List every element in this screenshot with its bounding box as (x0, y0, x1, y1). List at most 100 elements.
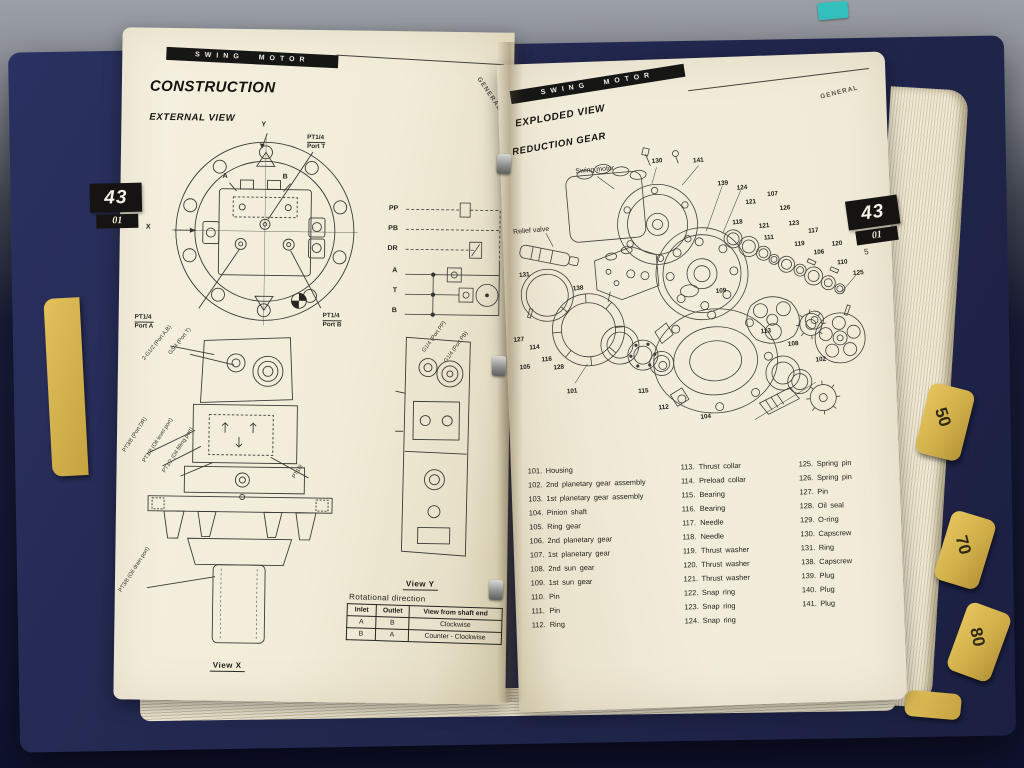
right-page: SWING MOTOR GENERAL EXPLODED VIEW REDUCT… (496, 51, 908, 713)
callout-number: 116 (541, 355, 553, 364)
part-number: 110. (530, 592, 545, 602)
part-name: Housing (545, 465, 573, 476)
part-name: Plug (819, 570, 835, 580)
callout-number: 118 (732, 218, 743, 226)
part-name: Snap ring (702, 601, 736, 612)
part-number: 116. (681, 504, 696, 514)
part-number: 120. (683, 560, 698, 570)
port-a-size: PT1/4 (134, 313, 154, 323)
callout-number: 121 (745, 198, 757, 207)
callout-number: 123 (788, 219, 800, 228)
part-name: Thrust collar (698, 460, 741, 472)
callout-number: 128 (553, 363, 565, 372)
part-number: 106. (529, 536, 545, 546)
part-item: 112.Ring (532, 615, 682, 633)
part-number: 141. (802, 599, 817, 609)
part-number: 123. (684, 602, 699, 612)
part-number: 113. (680, 462, 695, 472)
part-number: 101. (527, 466, 543, 476)
part-name: Snap ring (702, 615, 736, 626)
part-number: 140. (801, 585, 817, 595)
col-outlet: Outlet (376, 604, 410, 618)
part-item: 141.Plug (802, 595, 897, 611)
callout-number: 125 (852, 269, 864, 278)
cell-outlet-a: A (375, 628, 409, 642)
part-number: 125. (798, 459, 814, 469)
part-number: 118. (682, 532, 697, 542)
part-name: O-ring (817, 514, 839, 524)
part-number: 107. (529, 550, 545, 560)
part-item: 124.Snap ring (685, 611, 800, 628)
exploded-view-drawing (519, 147, 866, 420)
callout-number: 138 (572, 284, 584, 293)
part-number: 119. (682, 546, 697, 556)
left-section-tab: 43 01 4 (89, 182, 143, 241)
part-number: 109. (530, 578, 546, 588)
left-header-rule (336, 54, 505, 66)
part-name: Thrust washer (700, 544, 750, 556)
part-name: Plug (819, 584, 835, 594)
part-name: Needle (700, 531, 725, 542)
axis-x-label: X (145, 223, 151, 231)
part-name: 1st sun gear (548, 576, 593, 588)
part-number: 102. (527, 480, 543, 490)
part-number: 139. (801, 571, 817, 581)
port-b-size: PT1/4 (322, 312, 342, 322)
view-y-caption: View Y (402, 579, 438, 591)
part-number: 112. (531, 620, 546, 630)
callout-number: 110 (836, 258, 848, 267)
page-number: 4 (112, 231, 118, 241)
index-tab-label: 70 (951, 533, 975, 557)
part-number: 129. (799, 515, 815, 525)
index-tab-label: 50 (931, 405, 955, 430)
callout-number: 120 (831, 240, 843, 249)
schematic-port-label: PP (388, 205, 399, 213)
section-number: 43 (89, 182, 143, 213)
port-b-marker: B (282, 173, 288, 181)
side-view-figure: 2-G1/2 (Port A,B)G3/4 (Port T)PT3/8 (Por… (118, 324, 351, 681)
callout-number: 119 (794, 240, 805, 249)
view-y-drawing (395, 336, 471, 557)
part-name: 1st planetary gear assembly (546, 491, 644, 504)
schematic-port-label: T (392, 287, 398, 295)
callout-number: 126 (779, 204, 791, 213)
right-corner-label: GENERAL (819, 84, 860, 101)
part-name: Needle (700, 517, 724, 528)
part-name: Bearing (699, 489, 726, 500)
schematic-port-label: DR (387, 245, 398, 253)
part-number: 126. (798, 473, 814, 483)
part-number: 111. (531, 606, 545, 616)
callout-number: 124 (736, 183, 748, 192)
right-header-bar: SWING MOTOR (509, 63, 686, 105)
part-number: 131. (800, 543, 816, 553)
part-number: 104. (528, 508, 544, 518)
spine-clip (488, 579, 504, 601)
section-group: 01 (96, 213, 139, 229)
hydraulic-schematic-drawing (404, 202, 501, 317)
callout-number: 139 (717, 179, 729, 188)
part-name: Pin (549, 605, 561, 616)
spine-clip (491, 355, 507, 377)
left-page-subtitle: EXTERNAL VIEW (149, 111, 236, 124)
callout-number: 111 (763, 233, 775, 242)
part-name: 2nd sun gear (548, 562, 595, 574)
view-y-figure: G1/4 (Port PP)G1/4 (Port PB) (383, 320, 490, 572)
callout-number: 121 (758, 221, 770, 230)
part-name: Bearing (699, 503, 726, 514)
part-name: Pin (548, 591, 560, 602)
left-page: SWING MOTOR GENERAL CONSTRUCTION EXTERNA… (89, 27, 515, 705)
callout-number: 106 (813, 248, 825, 256)
cell-inlet-b: B (346, 627, 376, 641)
part-name: Plug (820, 598, 836, 608)
part-number: 138. (801, 557, 816, 567)
part-name: Thrust washer (701, 558, 750, 570)
port-a-marker: A (222, 172, 228, 180)
part-number: 130. (800, 529, 815, 539)
cell-outlet-b: B (375, 616, 410, 630)
